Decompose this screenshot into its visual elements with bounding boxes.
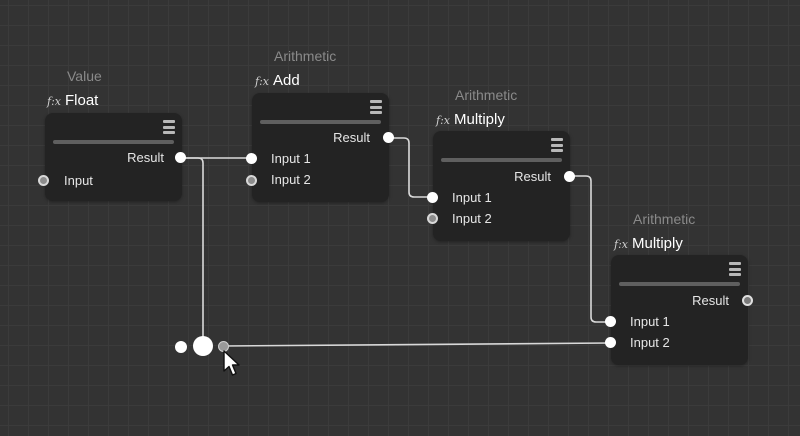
node-add-input2-label: Input 2: [271, 172, 311, 187]
node-multiply2-input1-port[interactable]: [605, 316, 616, 327]
node-add-category: Arithmetic: [274, 48, 337, 64]
node-multiply2-header-bar: [619, 282, 740, 286]
node-multiply2-title-text: Multiply: [631, 235, 683, 252]
node-multiply2-output-port[interactable]: [742, 295, 753, 306]
node-multiply1-title-text: Multiply: [453, 111, 505, 128]
node-multiply1-input1-label: Input 1: [452, 190, 492, 205]
node-add[interactable]: Result Input 1 Input 2: [252, 93, 389, 202]
node-float-menu-icon[interactable]: [163, 120, 175, 134]
node-float-input-port[interactable]: [38, 175, 49, 186]
node-multiply1-output-port[interactable]: [564, 171, 575, 182]
node-float-output-port[interactable]: [175, 152, 186, 163]
node-multiply1-input2-port[interactable]: [427, 213, 438, 224]
node-multiply2-menu-icon[interactable]: [729, 262, 741, 276]
node-multiply1-title[interactable]: f:x Multiply: [436, 111, 505, 128]
node-add-input1-port[interactable]: [246, 153, 257, 164]
node-multiply2-title[interactable]: f:x Multiply: [614, 235, 683, 252]
wire-multiply1-to-multiply2: [569, 175, 610, 323]
wire-reroute-to-multiply2: [222, 342, 611, 347]
wire-float-to-reroute: [181, 157, 204, 346]
node-float[interactable]: Result Input: [45, 113, 182, 201]
node-add-output-label: Result: [333, 130, 370, 145]
node-multiply2-category: Arithmetic: [633, 211, 696, 227]
reroute-point-center[interactable]: [193, 336, 213, 356]
node-multiply1-input2-label: Input 2: [452, 211, 492, 226]
node-float-input-label: Input: [64, 173, 93, 188]
function-fx-icon: f:x: [436, 114, 450, 127]
node-multiply2-input2-port[interactable]: [605, 337, 616, 348]
node-multiply2[interactable]: Result Input 1 Input 2: [611, 255, 748, 365]
reroute-point-left[interactable]: [175, 341, 187, 353]
function-fx-icon: f:x: [255, 75, 269, 88]
node-multiply2-input2-label: Input 2: [630, 335, 670, 350]
wire-add-to-multiply1: [388, 137, 432, 198]
function-fx-icon: f:x: [614, 238, 628, 251]
node-multiply1-category: Arithmetic: [455, 87, 518, 103]
node-float-title-text: Float: [64, 92, 99, 109]
node-add-menu-icon[interactable]: [370, 100, 382, 114]
node-add-input2-port[interactable]: [246, 175, 257, 186]
node-multiply1-menu-icon[interactable]: [551, 138, 563, 152]
node-add-output-port[interactable]: [383, 132, 394, 143]
node-add-header-bar: [260, 120, 381, 124]
node-multiply1-header-bar: [441, 158, 562, 162]
node-multiply1-input1-port[interactable]: [427, 192, 438, 203]
node-float-output-label: Result: [127, 150, 164, 165]
node-multiply1[interactable]: Result Input 1 Input 2: [433, 131, 570, 241]
mouse-cursor-arrow-icon: [223, 350, 240, 376]
node-add-title[interactable]: f:x Add: [255, 72, 300, 89]
node-multiply2-output-label: Result: [692, 293, 729, 308]
node-add-title-text: Add: [272, 72, 300, 89]
function-fx-icon: f:x: [47, 95, 61, 108]
node-float-title[interactable]: f:x Float: [47, 92, 98, 109]
node-add-input1-label: Input 1: [271, 151, 311, 166]
node-float-header-bar: [53, 140, 174, 144]
node-multiply1-output-label: Result: [514, 169, 551, 184]
node-multiply2-input1-label: Input 1: [630, 314, 670, 329]
node-float-category: Value: [67, 68, 102, 84]
